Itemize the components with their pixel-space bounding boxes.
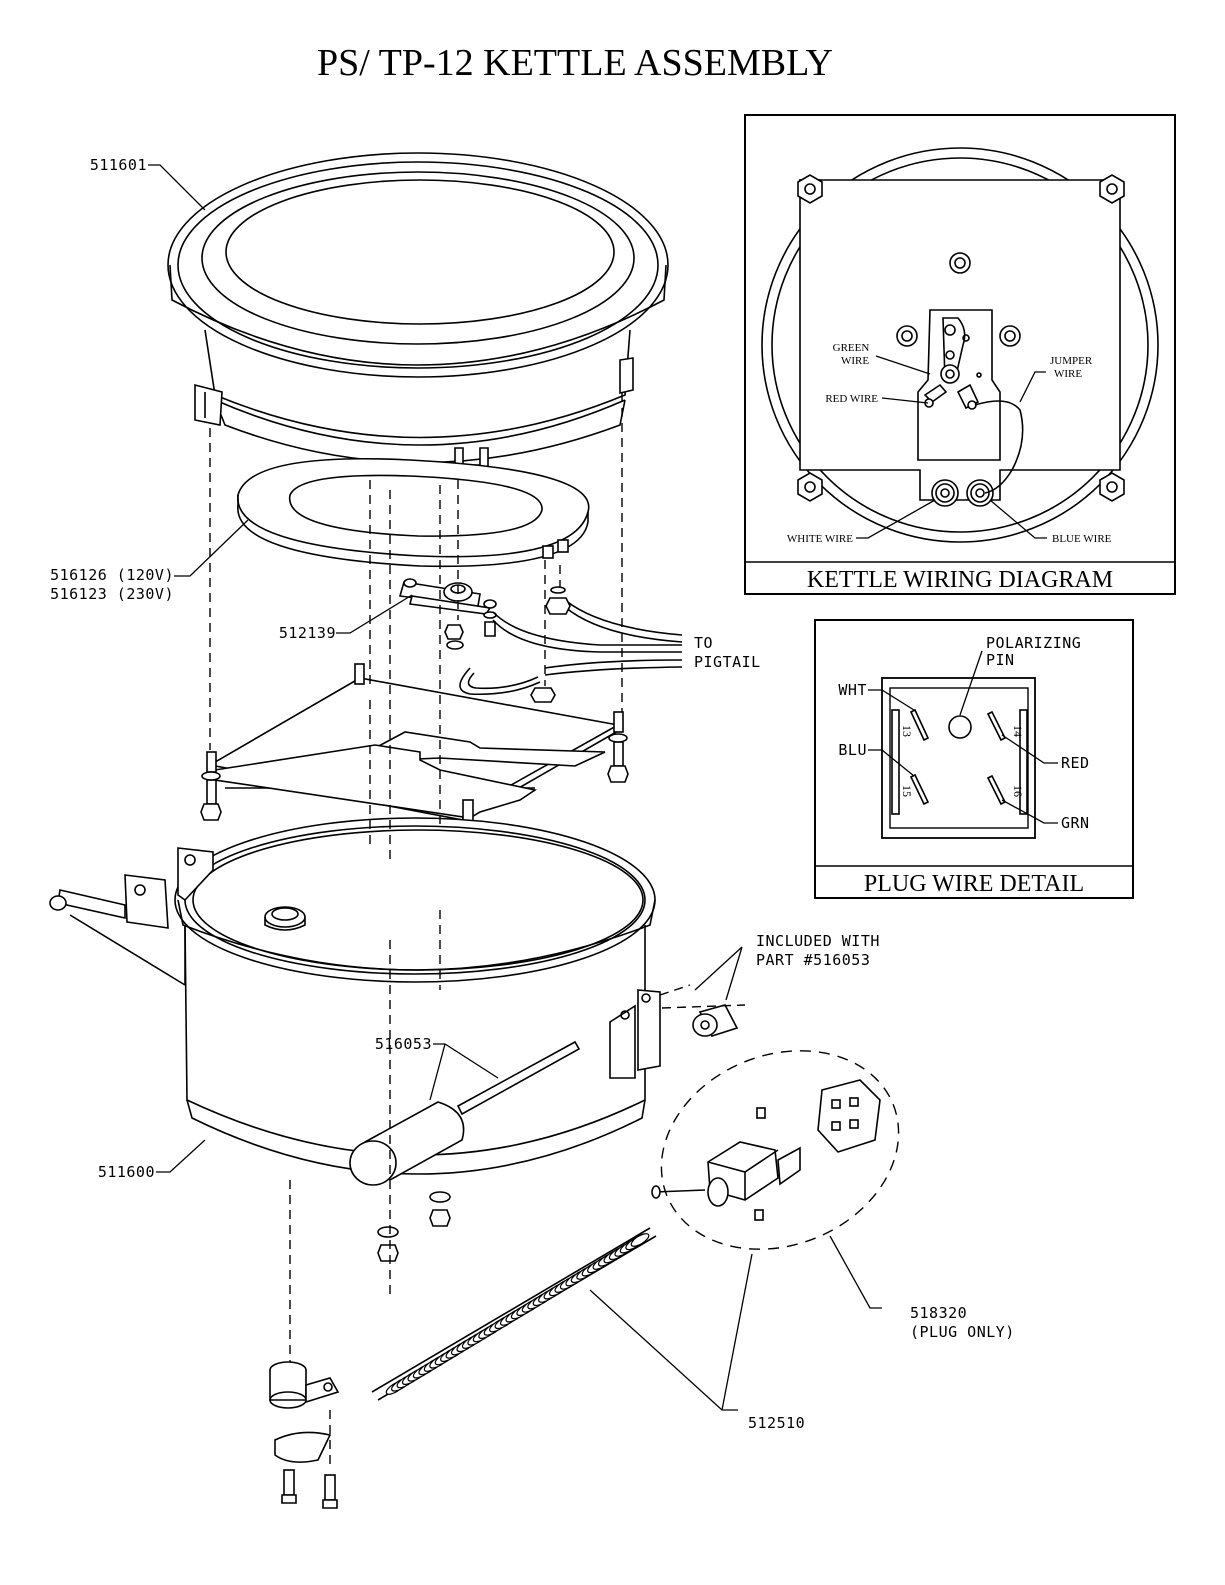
jumper-wire-label-line2: WIRE bbox=[1054, 368, 1082, 380]
callout-516053: 516053 bbox=[375, 1035, 432, 1053]
heater-element-part bbox=[238, 459, 589, 567]
plug-receptacle-part bbox=[270, 1362, 338, 1508]
white-wire-label: WHITE WIRE bbox=[787, 533, 853, 545]
callout-512139: 512139 bbox=[279, 624, 336, 642]
polarizing-pin-label-line1: POLARIZING bbox=[986, 634, 1081, 652]
heater-cord-part bbox=[372, 1228, 656, 1400]
wht-label: WHT bbox=[838, 681, 867, 699]
callout-plug-only: (PLUG ONLY) bbox=[910, 1323, 1015, 1341]
callout-518320: 518320 bbox=[910, 1304, 967, 1322]
green-wire-label-line2: WIRE bbox=[841, 355, 869, 367]
kettle-wiring-diagram: GREEN WIRE RED WIRE JUMPER WIRE WHITE WI… bbox=[745, 115, 1175, 594]
plug-wire-detail: 13 14 15 16 POLARIZING PIN WHT BLU RED G… bbox=[815, 620, 1133, 898]
callout-512510: 512510 bbox=[748, 1414, 805, 1432]
stirring-rod-part bbox=[350, 1042, 579, 1185]
pin-15-label: 15 bbox=[900, 785, 914, 797]
red-label: RED bbox=[1061, 754, 1090, 772]
page-title: PS/ TP-12 KETTLE ASSEMBLY bbox=[317, 42, 833, 84]
thermostat-part bbox=[400, 579, 496, 649]
callout-516123: 516123 (230V) bbox=[50, 585, 174, 603]
pin-14-label: 14 bbox=[1011, 725, 1025, 737]
callout-included-line2: PART #516053 bbox=[756, 951, 870, 969]
kettle-body-part bbox=[50, 818, 737, 1174]
blue-wire-label: BLUE WIRE bbox=[1052, 533, 1112, 545]
callout-to-pigtail-line2: PIGTAIL bbox=[694, 653, 761, 671]
cord-spring-coil bbox=[384, 1231, 650, 1396]
polarizing-pin-label-line2: PIN bbox=[986, 651, 1015, 669]
mounting-plate-part bbox=[210, 678, 618, 822]
pin-16-label: 16 bbox=[1011, 785, 1025, 797]
plug-detail-caption: PLUG WIRE DETAIL bbox=[864, 871, 1084, 897]
kettle-lid-part bbox=[168, 153, 668, 492]
blu-label: BLU bbox=[838, 741, 867, 759]
plug-detail-part bbox=[631, 1016, 928, 1284]
jumper-wire-label-line1: JUMPER bbox=[1050, 355, 1093, 367]
red-wire-label: RED WIRE bbox=[825, 393, 878, 405]
callout-516126: 516126 (120V) bbox=[50, 566, 174, 584]
callout-to-pigtail-line1: TO bbox=[694, 634, 713, 652]
bottom-hardware bbox=[378, 1192, 450, 1261]
callout-511601: 511601 bbox=[90, 156, 147, 174]
callout-included-line1: INCLUDED WITH bbox=[756, 932, 880, 950]
callout-511600: 511600 bbox=[98, 1163, 155, 1181]
wiring-diagram-caption: KETTLE WIRING DIAGRAM bbox=[807, 567, 1113, 593]
grn-label: GRN bbox=[1061, 814, 1090, 832]
pin-13-label: 13 bbox=[900, 725, 914, 737]
green-wire-label-line1: GREEN bbox=[833, 342, 870, 354]
